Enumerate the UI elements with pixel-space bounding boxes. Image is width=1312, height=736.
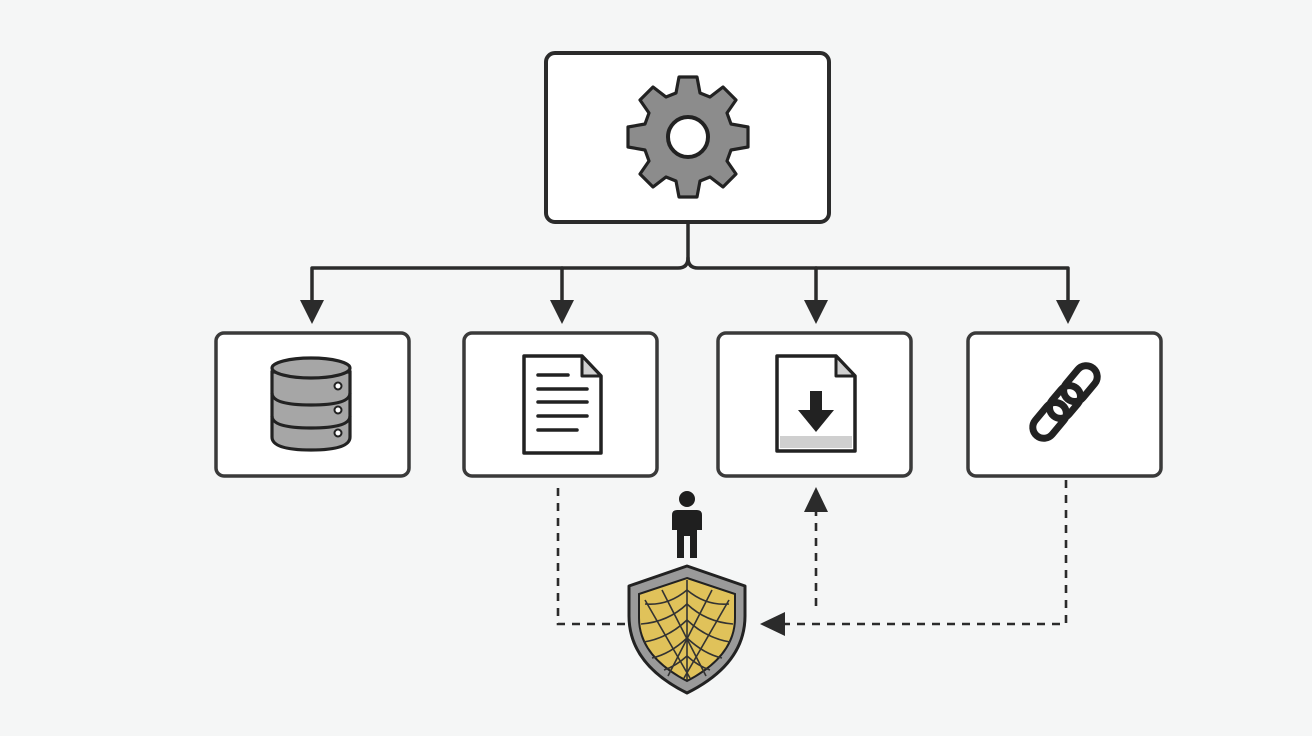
tree-connectors — [300, 220, 1080, 324]
arrow-head — [804, 300, 828, 324]
arrow-head — [550, 300, 574, 324]
database-icon — [270, 356, 352, 452]
root-node — [544, 51, 831, 224]
document-icon — [522, 354, 603, 455]
shield-icon — [627, 564, 747, 695]
child-node-download — [716, 331, 913, 478]
download-file-icon — [775, 354, 857, 453]
child-node-database — [214, 331, 411, 478]
gear-icon — [626, 75, 750, 199]
arrow-head — [1056, 300, 1080, 324]
dashed-connectors — [556, 480, 1068, 636]
arrow-head — [760, 612, 785, 636]
chain-link-icon — [1029, 362, 1101, 442]
child-node-document — [462, 331, 659, 478]
arrow-head — [804, 487, 828, 512]
child-node-link — [966, 331, 1163, 478]
person-icon — [672, 491, 702, 558]
arrow-head — [300, 300, 324, 324]
